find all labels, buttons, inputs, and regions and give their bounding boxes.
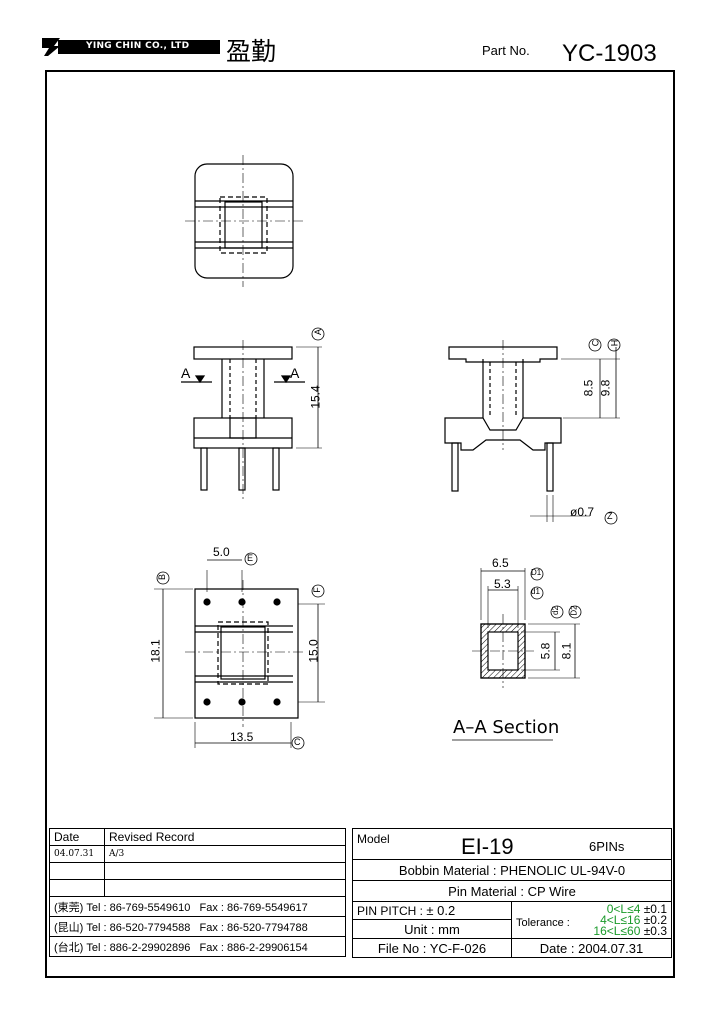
bobbin-value: PHENOLIC UL-94V-0 <box>500 862 626 878</box>
dim-9-8: 9.8 <box>598 379 613 397</box>
tol-range-3: 16<L≤60 <box>593 924 641 938</box>
rev-date <box>49 879 105 897</box>
tol-range-2: 4<L≤16 <box>600 913 641 927</box>
tol-range-1: 0<L≤4 <box>606 902 641 916</box>
tol-value-1: ±0.1 <box>643 902 667 916</box>
contact-city: (東莞) <box>54 901 84 914</box>
pins-count: 6PINs <box>589 839 625 854</box>
revision-table: Date Revised Record 04.07.31 A/3 (東莞) Te… <box>49 828 346 957</box>
section-caption: A–A Section <box>453 717 560 738</box>
company-name: YING CHIN CO., LTD <box>86 41 190 51</box>
model-value: EI-19 <box>461 834 514 859</box>
contact-city: (昆山) <box>54 921 84 934</box>
label-f-circle: F <box>311 587 322 593</box>
file-value: YC-F-026 <box>429 940 487 956</box>
table-row: 04.07.31 A/3 <box>49 845 346 863</box>
drawing-frame <box>45 70 675 978</box>
dim-8-5: 8.5 <box>581 379 596 397</box>
label-b-circle: B <box>157 573 168 581</box>
dim-18-1: 18.1 <box>148 639 163 663</box>
section-view <box>452 567 582 741</box>
model-label: Model <box>357 832 390 846</box>
part-number-label: Part No. <box>482 43 530 58</box>
label-d1: d1 <box>531 587 540 596</box>
dim-8-1: 8.1 <box>559 642 574 660</box>
label-e-circle: E <box>247 553 254 563</box>
label-h-circle: H <box>609 339 620 347</box>
label-d2: d2 <box>550 606 560 615</box>
rev-date <box>49 862 105 880</box>
rev-record: A/3 <box>104 845 346 863</box>
label-c-circle: C <box>590 339 601 347</box>
label-a-circle: A <box>313 328 324 336</box>
contact-row: (台北) Tel : 886-2-29902896 Fax : 886-2-29… <box>49 936 346 957</box>
contact-fax: Fax : 86-769-5549617 <box>199 901 308 914</box>
dim-5-3: 5.3 <box>494 577 511 591</box>
contact-tel: Tel : 86-520-7794588 <box>86 921 191 934</box>
spec-table: Model EI-19 6PINs Bobbin Material : PHEN… <box>352 828 672 958</box>
section-mark-right: A <box>290 365 300 381</box>
label-c-circle-bottom: C <box>294 737 301 747</box>
contact-fax: Fax : 86-520-7794788 <box>199 921 308 934</box>
tolerance-label: Tolerance : <box>516 917 570 929</box>
label-z-circle: Z <box>607 511 613 521</box>
contact-tel: Tel : 86-769-5549610 <box>86 901 191 914</box>
pin-material-label: Pin Material : <box>448 883 525 899</box>
rev-record <box>104 862 346 880</box>
company-chinese-name: 盈勤 <box>226 37 277 66</box>
date-value: 2004.07.31 <box>578 940 644 956</box>
logo-bar <box>58 40 220 54</box>
top-view <box>185 155 303 287</box>
file-label: File No : <box>377 940 427 956</box>
pin-pitch-label: PIN PITCH : <box>357 904 424 918</box>
contact-row: (昆山) Tel : 86-520-7794588 Fax : 86-520-7… <box>49 916 346 937</box>
contact-city: (台北) <box>54 941 84 954</box>
unit-label: Unit : <box>404 921 435 937</box>
table-row <box>49 862 346 880</box>
date-label: Date : <box>539 940 575 956</box>
table-row <box>49 879 346 897</box>
dim-15-4: 15.4 <box>308 385 323 409</box>
tol-value-3: ±0.3 <box>643 924 667 938</box>
section-mark-left: A <box>181 365 191 381</box>
contact-row: (東莞) Tel : 86-769-5549610 Fax : 86-769-5… <box>49 896 346 917</box>
dim-pin-dia: ø0.7 <box>570 505 595 519</box>
dim-5-0: 5.0 <box>213 545 230 559</box>
rev-record <box>104 879 346 897</box>
rev-header-record: Revised Record <box>104 828 346 846</box>
contact-fax: Fax : 886-2-29906154 <box>199 941 308 954</box>
unit-value: mm <box>438 921 460 937</box>
side-view-left <box>181 327 325 500</box>
pin-material-value: CP Wire <box>527 883 576 899</box>
dim-6-5: 6.5 <box>492 556 509 570</box>
bobbin-label: Bobbin Material : <box>398 862 497 878</box>
side-view-right <box>444 338 621 525</box>
dim-15-0: 15.0 <box>306 639 321 663</box>
label-D2: D2 <box>569 605 579 616</box>
pin-pitch-value: ± 0.2 <box>426 903 456 918</box>
dim-5-8: 5.8 <box>538 642 553 660</box>
tol-value-2: ±0.2 <box>643 913 667 927</box>
label-D1: D1 <box>531 568 542 577</box>
contact-tel: Tel : 886-2-29902896 <box>86 941 191 954</box>
rev-header-date: Date <box>49 828 105 846</box>
logo-icon <box>42 38 60 56</box>
dim-13-5: 13.5 <box>230 730 254 744</box>
rev-date: 04.07.31 <box>49 845 105 863</box>
part-number: YC-1903 <box>562 40 657 67</box>
bottom-view <box>154 552 325 750</box>
